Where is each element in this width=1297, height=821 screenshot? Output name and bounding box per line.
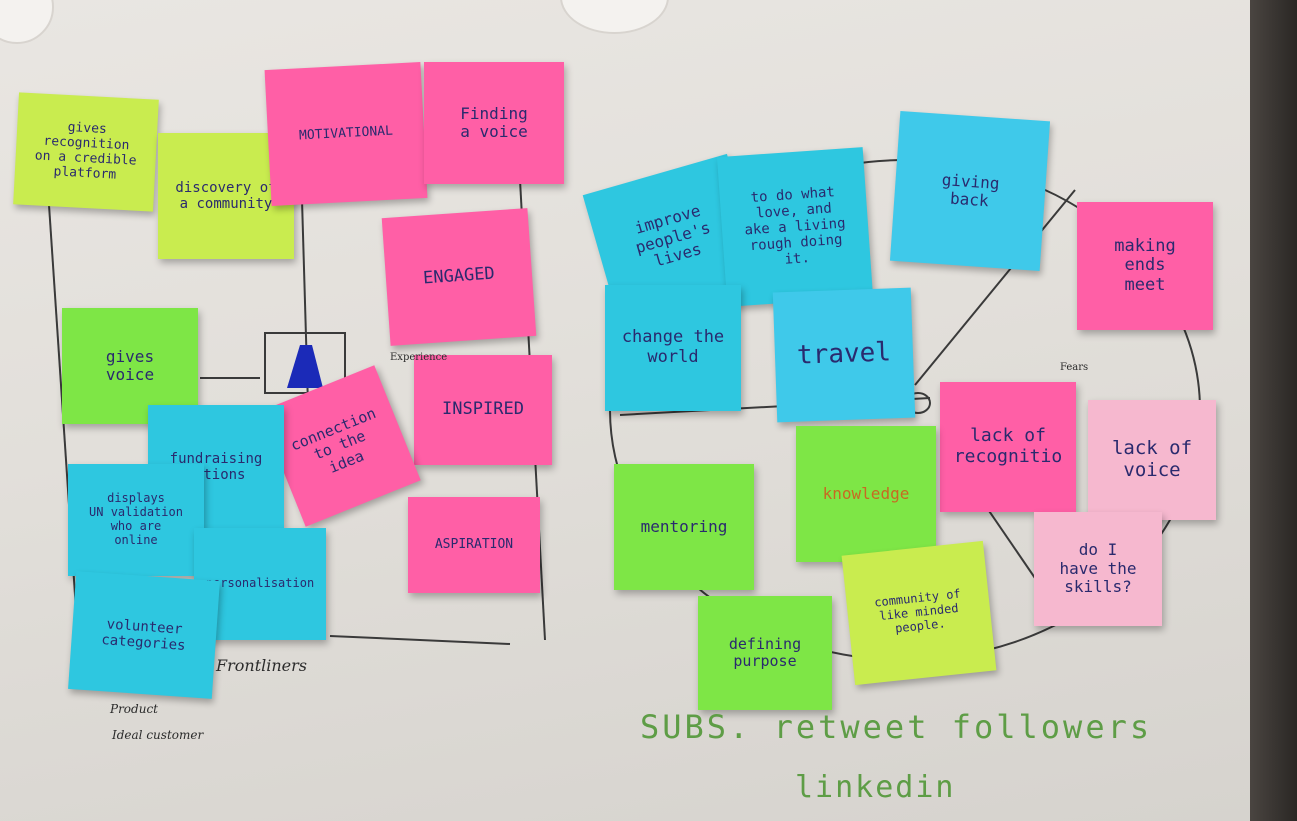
note-displays-un[interactable]: displays UN validation who are online	[68, 464, 204, 576]
note-travel[interactable]: travel	[772, 287, 916, 423]
note-mentoring[interactable]: mentoring	[614, 464, 754, 590]
label-linkedin: linkedin	[795, 770, 956, 805]
note-gives-recognition[interactable]: gives recognition on a credible platform	[13, 92, 159, 212]
note-gives-voice[interactable]: gives voice	[62, 308, 198, 424]
label-product: Product	[110, 702, 158, 716]
note-motivational[interactable]: MOTIVATIONAL	[264, 62, 428, 206]
note-making-ends-meet[interactable]: making ends meet	[1077, 202, 1213, 330]
label-ideal-customer: Ideal customer	[112, 728, 204, 742]
note-community-like-minded[interactable]: community of like minded people.	[841, 540, 997, 686]
note-to-do-what[interactable]: to do what love, and ake a living rough …	[716, 147, 874, 307]
note-giving-back[interactable]: giving back	[889, 110, 1051, 272]
note-lack-voice[interactable]: lack of voice	[1088, 400, 1216, 520]
note-inspired[interactable]: INSPIRED	[414, 355, 552, 465]
note-finding-voice[interactable]: Finding a voice	[424, 62, 564, 184]
note-change-world[interactable]: change the world	[605, 285, 741, 411]
note-lack-recognition[interactable]: lack of recognitio	[940, 382, 1076, 512]
note-knowledge[interactable]: knowledge	[796, 426, 936, 562]
label-frontliners: Frontliners	[216, 656, 307, 675]
note-defining-purpose[interactable]: defining purpose	[698, 596, 832, 710]
label-experience: Experience	[390, 352, 448, 363]
note-do-i-have-skills[interactable]: do I have the skills?	[1034, 512, 1162, 626]
label-fears: Fears	[1060, 362, 1089, 373]
note-aspiration[interactable]: ASPIRATION	[408, 497, 540, 593]
label-subs-line: SUBS. retweet followers	[640, 708, 1153, 746]
note-engaged[interactable]: ENGAGED	[381, 208, 537, 346]
note-volunteer-categories[interactable]: volunteer categories	[68, 571, 220, 699]
board-edge	[1250, 0, 1297, 821]
